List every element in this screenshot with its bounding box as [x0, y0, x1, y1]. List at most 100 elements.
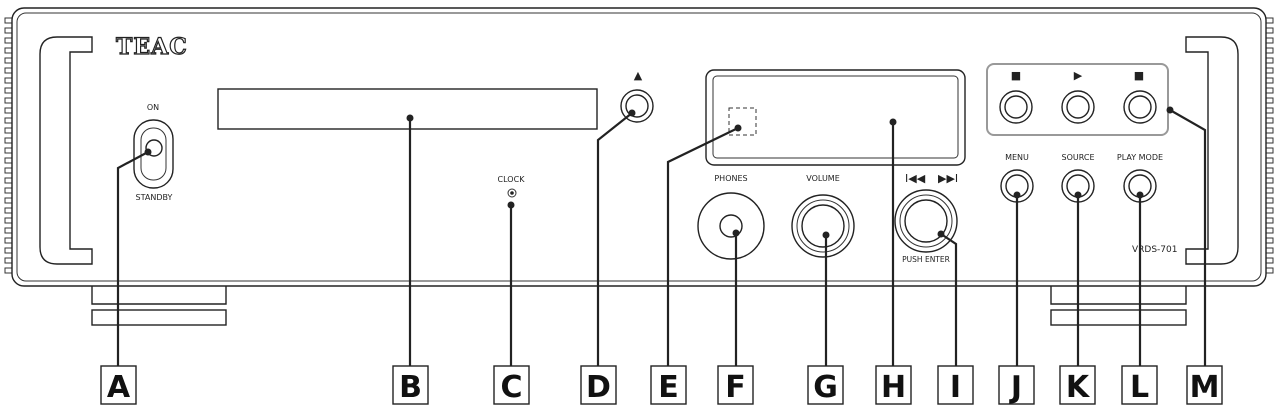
svg-text:G: G	[813, 370, 838, 405]
vent-tick	[1265, 17, 1274, 24]
svg-text:B: B	[399, 370, 422, 405]
vent-tick	[1265, 247, 1274, 254]
vent-tick	[1265, 37, 1274, 44]
vent-tick	[1265, 267, 1274, 274]
volume-knob[interactable]	[801, 204, 845, 248]
phones-label: PHONES	[714, 174, 747, 183]
chassis-inner-outline	[16, 12, 1262, 282]
vent-tick	[1265, 127, 1274, 134]
callout-F: F	[717, 365, 754, 405]
vent-tick	[1265, 57, 1274, 64]
vent-tick	[4, 227, 13, 234]
callout-M: M	[1186, 365, 1223, 405]
svg-text:A: A	[107, 370, 131, 405]
callout-L: L	[1121, 365, 1158, 405]
push-enter-label: PUSH ENTER	[902, 255, 950, 264]
svg-text:K: K	[1066, 370, 1091, 405]
callout-K: K	[1059, 365, 1096, 405]
vent-tick	[4, 117, 13, 124]
eject-button[interactable]	[625, 94, 649, 118]
multi-jog-knob[interactable]	[904, 199, 948, 243]
pause-button[interactable]	[1123, 90, 1157, 124]
play-icon: ▶	[1074, 69, 1083, 82]
disc-tray[interactable]	[217, 88, 598, 130]
menu-label: MENU	[1005, 153, 1029, 162]
volume-knob-ring	[796, 199, 850, 253]
callout-E: E	[650, 365, 687, 405]
clock-label: CLOCK	[498, 175, 526, 184]
eject-icon: ▲	[634, 69, 643, 82]
right-handle	[1185, 36, 1239, 265]
vent-tick	[4, 87, 13, 94]
svg-text:H: H	[881, 370, 906, 405]
phones-jack-bezel	[697, 192, 765, 260]
vent-tick	[4, 137, 13, 144]
vent-tick	[1265, 107, 1274, 114]
svg-text:M: M	[1190, 370, 1220, 405]
vent-tick	[1265, 207, 1274, 214]
svg-text:D: D	[586, 370, 611, 405]
brand-logo: TEAC	[116, 34, 188, 60]
vent-tick	[1265, 257, 1274, 264]
power-switch[interactable]	[133, 119, 174, 189]
vent-tick	[1265, 27, 1274, 34]
power-switch-knob[interactable]	[145, 139, 163, 157]
on-label: ON	[147, 103, 159, 112]
vent-tick	[4, 97, 13, 104]
vent-tick	[4, 177, 13, 184]
vent-tick	[4, 77, 13, 84]
phones-jack[interactable]	[719, 214, 743, 238]
vent-tick	[4, 17, 13, 24]
vent-tick	[4, 47, 13, 54]
callout-I: I	[937, 365, 974, 405]
vent-tick	[4, 57, 13, 64]
display-window	[712, 75, 959, 159]
callout-B: B	[392, 365, 429, 405]
eject-button-outer[interactable]	[620, 89, 654, 123]
vent-tick	[4, 207, 13, 214]
vent-tick	[1265, 237, 1274, 244]
model-number: VRDS-701	[1132, 245, 1177, 255]
vent-tick	[4, 247, 13, 254]
volume-label: VOLUME	[806, 174, 840, 183]
vent-tick	[4, 37, 13, 44]
svg-text:I: I	[950, 370, 961, 405]
vent-tick	[4, 267, 13, 274]
callout-A: A	[100, 365, 137, 405]
vent-tick	[4, 217, 13, 224]
vent-tick	[4, 237, 13, 244]
source-label: SOURCE	[1061, 153, 1094, 162]
display-window-outer	[705, 69, 966, 166]
left-handle	[39, 36, 93, 265]
vent-tick	[4, 27, 13, 34]
vent-tick	[4, 127, 13, 134]
clock-indicator-dot	[510, 191, 514, 195]
vent-tick	[4, 157, 13, 164]
vent-tick	[1265, 217, 1274, 224]
multi-jog-knob-outer[interactable]	[894, 189, 958, 253]
vent-tick	[1265, 87, 1274, 94]
play-button[interactable]	[1061, 90, 1095, 124]
chassis-outline	[11, 7, 1267, 287]
callout-H: H	[875, 365, 912, 405]
vent-tick	[1265, 77, 1274, 84]
left-vents	[4, 17, 13, 274]
vent-tick	[1265, 117, 1274, 124]
clock-indicator	[507, 188, 517, 198]
stop-button[interactable]	[999, 90, 1033, 124]
vent-tick	[1265, 97, 1274, 104]
vent-tick	[4, 257, 13, 264]
transport-group-outline	[986, 63, 1169, 136]
vent-tick	[1265, 137, 1274, 144]
power-switch-inner	[140, 127, 167, 181]
svg-text:J: J	[1009, 370, 1022, 405]
vent-tick	[1265, 167, 1274, 174]
vent-tick	[4, 67, 13, 74]
volume-knob-outer[interactable]	[791, 194, 855, 258]
leader-lines	[116, 109, 1207, 366]
skip-forward-icon: ▶▶I	[938, 172, 958, 185]
right-vents	[1265, 17, 1274, 274]
vent-tick	[4, 197, 13, 204]
vent-tick	[4, 187, 13, 194]
